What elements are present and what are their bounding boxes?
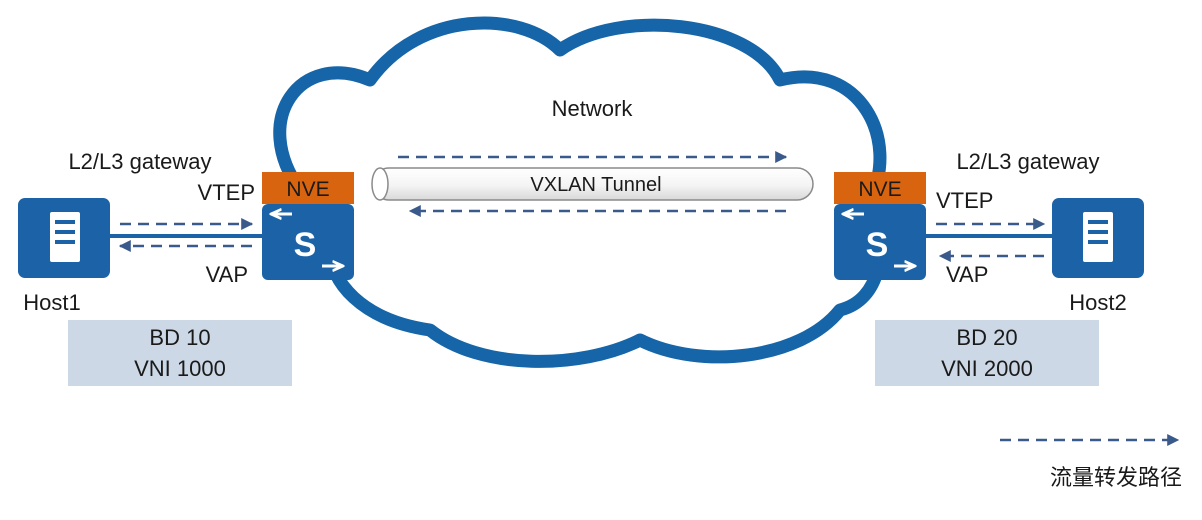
left-nve: NVE <box>262 172 354 204</box>
host2-label: Host2 <box>1069 290 1126 315</box>
left-vni-label: VNI 1000 <box>134 356 226 381</box>
right-vtep-label: VTEP <box>936 188 993 213</box>
right-switch-icon: S <box>834 204 926 280</box>
right-nve-label: NVE <box>858 178 901 201</box>
left-switch-symbol: S <box>294 226 317 264</box>
host1-label: Host1 <box>23 290 80 315</box>
right-bd-box <box>875 320 1099 386</box>
right-nve: NVE <box>834 172 926 204</box>
host1-server-icon <box>18 198 110 278</box>
tunnel-label: VXLAN Tunnel <box>530 174 661 196</box>
left-nve-label: NVE <box>286 178 329 201</box>
right-vap-label: VAP <box>946 262 988 287</box>
left-gateway-label: L2/L3 gateway <box>68 149 211 174</box>
host2-server-icon <box>1052 198 1144 278</box>
left-bd-box <box>68 320 292 386</box>
legend-label: 流量转发路径 <box>1050 465 1182 490</box>
network-label: Network <box>552 96 634 121</box>
right-switch-symbol: S <box>866 226 889 264</box>
right-gateway-label: L2/L3 gateway <box>956 149 1099 174</box>
left-bd-label: BD 10 <box>149 325 210 350</box>
right-vni-label: VNI 2000 <box>941 356 1033 381</box>
left-vtep-label: VTEP <box>198 180 255 205</box>
right-bd-label: BD 20 <box>956 325 1017 350</box>
left-switch-icon: S <box>262 204 354 280</box>
vxlan-tunnel: VXLAN Tunnel <box>371 167 814 201</box>
left-vap-label: VAP <box>206 262 248 287</box>
